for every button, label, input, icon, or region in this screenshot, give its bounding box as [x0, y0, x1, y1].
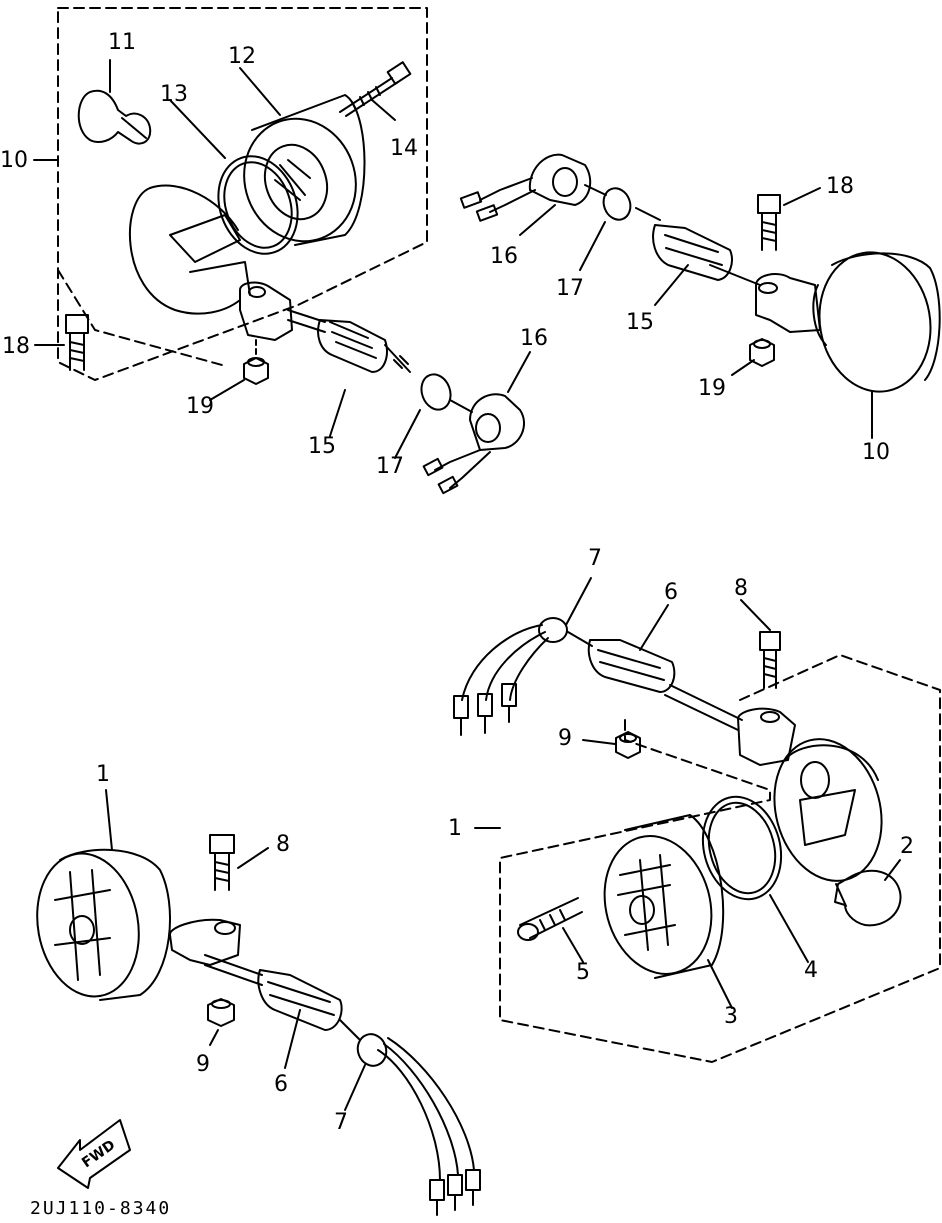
housing-1-bottom-right	[737, 707, 883, 882]
bolt-8-right	[759, 631, 781, 689]
grommet-7-left	[356, 1033, 388, 1067]
grommet-17-right	[602, 187, 632, 221]
socket-15-right	[635, 207, 761, 286]
wires-7-left	[377, 1037, 481, 1216]
callout-16-left: 16	[520, 326, 548, 351]
callout-8-right: 8	[734, 576, 748, 601]
grommet-17-left	[420, 373, 452, 411]
bolt-8-left	[209, 834, 235, 891]
bolt-18-left	[65, 314, 89, 371]
callout-4: 4	[804, 958, 818, 983]
socket-6-left	[257, 969, 361, 1041]
cover-16-left	[449, 393, 525, 451]
callout-8-left: 8	[276, 832, 290, 857]
bottom-left-assembly	[36, 789, 481, 1216]
callout-3: 3	[724, 1004, 738, 1029]
bulb-11	[77, 89, 152, 145]
ring-13	[217, 155, 299, 255]
bracket-top-left	[239, 281, 326, 341]
bracket-bottom-left	[169, 918, 263, 986]
lens-3	[603, 814, 725, 979]
housing-10-top-left	[128, 184, 251, 315]
callout-17-right: 17	[556, 276, 584, 301]
nut-9-left	[207, 998, 235, 1027]
top-left-assembly	[33, 7, 531, 495]
fwd-label: FWD	[79, 1137, 118, 1171]
callout-12: 12	[228, 44, 256, 69]
callout-15-left: 15	[308, 434, 336, 459]
cover-16-right	[528, 153, 607, 206]
callout-17-left: 17	[376, 454, 404, 479]
callout-19-left: 19	[186, 394, 214, 419]
callout-9-left: 9	[196, 1052, 210, 1077]
dashed-group-outline-lower	[57, 269, 223, 366]
top-right-assembly	[459, 153, 941, 439]
nut-9-right	[615, 731, 641, 759]
callout-6-left: 6	[274, 1072, 288, 1097]
callout-18-left: 18	[2, 334, 30, 359]
bottom-right-assembly	[453, 577, 941, 1063]
callout-10-left: 10	[0, 148, 28, 173]
wires-top-left	[422, 449, 491, 495]
callout-15-right: 15	[626, 310, 654, 335]
callout-2: 2	[900, 834, 914, 859]
callout-5: 5	[576, 960, 590, 985]
socket-15-left	[317, 319, 411, 373]
part-code: 2UJ110-8340	[30, 1198, 172, 1219]
wires-top-right	[459, 177, 536, 222]
callout-10-right: 10	[862, 440, 890, 465]
callout-1-right: 1	[448, 816, 462, 841]
callout-13: 13	[160, 82, 188, 107]
bulb-2	[834, 869, 902, 927]
callout-16-right: 16	[490, 244, 518, 269]
callout-18-right: 18	[826, 174, 854, 199]
callout-7-right: 7	[588, 546, 602, 571]
dashed-group-outline-2	[499, 654, 941, 1063]
bolt-18-right	[757, 194, 781, 251]
screw-14	[339, 61, 412, 117]
callout-9-right: 9	[558, 726, 572, 751]
ring-4	[701, 795, 783, 901]
lens-12	[243, 94, 366, 246]
housing-10-top-right	[812, 251, 941, 393]
wires-7-right	[453, 617, 568, 736]
nut-19-right	[749, 338, 775, 367]
callout-6-right: 6	[664, 580, 678, 605]
housing-1-bottom-left	[36, 848, 172, 1001]
callout-7-left: 7	[334, 1110, 348, 1135]
nut-19-left	[243, 339, 269, 385]
callout-11: 11	[108, 30, 136, 55]
screw-5	[517, 897, 583, 941]
fwd-arrow-icon	[57, 1119, 131, 1189]
callout-14: 14	[390, 136, 418, 161]
dashed-group-outline	[57, 7, 428, 381]
socket-6-right	[567, 631, 743, 731]
callout-19-right: 19	[698, 376, 726, 401]
callout-1-left: 1	[96, 762, 110, 787]
bracket-top-right	[755, 273, 821, 333]
